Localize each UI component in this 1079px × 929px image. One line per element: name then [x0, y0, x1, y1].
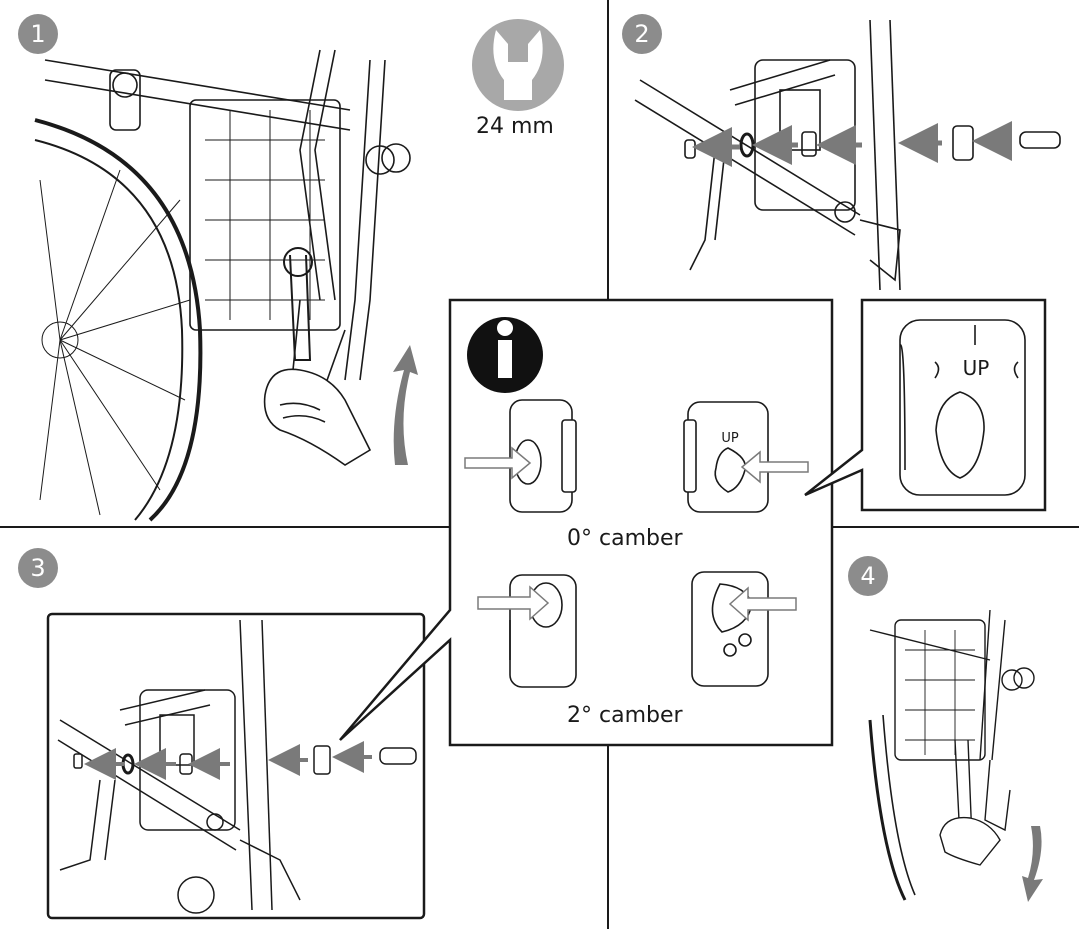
step-badge-1: 1 — [18, 14, 58, 54]
rotate-down-arrow — [1022, 826, 1043, 902]
step-badge-4: 4 — [848, 556, 888, 596]
panel-2-illustration — [634, 19, 1061, 291]
camber-0-plate-left — [509, 399, 577, 513]
camber-2-plate-right — [691, 571, 769, 687]
wrench-size-label: 24 mm — [476, 114, 554, 139]
wrench-icon — [472, 19, 564, 111]
camber-2-label: 2° camber — [567, 703, 683, 728]
up-mark: UP — [721, 431, 739, 446]
camber-0-label: 0° camber — [567, 526, 683, 551]
camber-2-arrows — [477, 585, 797, 622]
camber-0-plate-right: UP — [683, 401, 769, 513]
step-badge-2: 2 — [622, 14, 662, 54]
panel-4-illustration — [868, 609, 1035, 901]
up-mark-zoom: UP — [963, 356, 990, 380]
camber-0-arrows — [464, 446, 809, 484]
rotate-arrow — [393, 345, 418, 465]
info-icon — [467, 317, 543, 393]
panel-2-arrows — [692, 121, 1012, 167]
panel-1-illustration — [34, 49, 411, 522]
step-badge-3: 3 — [18, 548, 58, 588]
camber-2-plate-left — [509, 574, 577, 688]
panel-3-frame — [46, 612, 426, 920]
up-mark-zoom-callout: UP — [804, 298, 1047, 512]
panel-3-arrows — [84, 741, 372, 780]
